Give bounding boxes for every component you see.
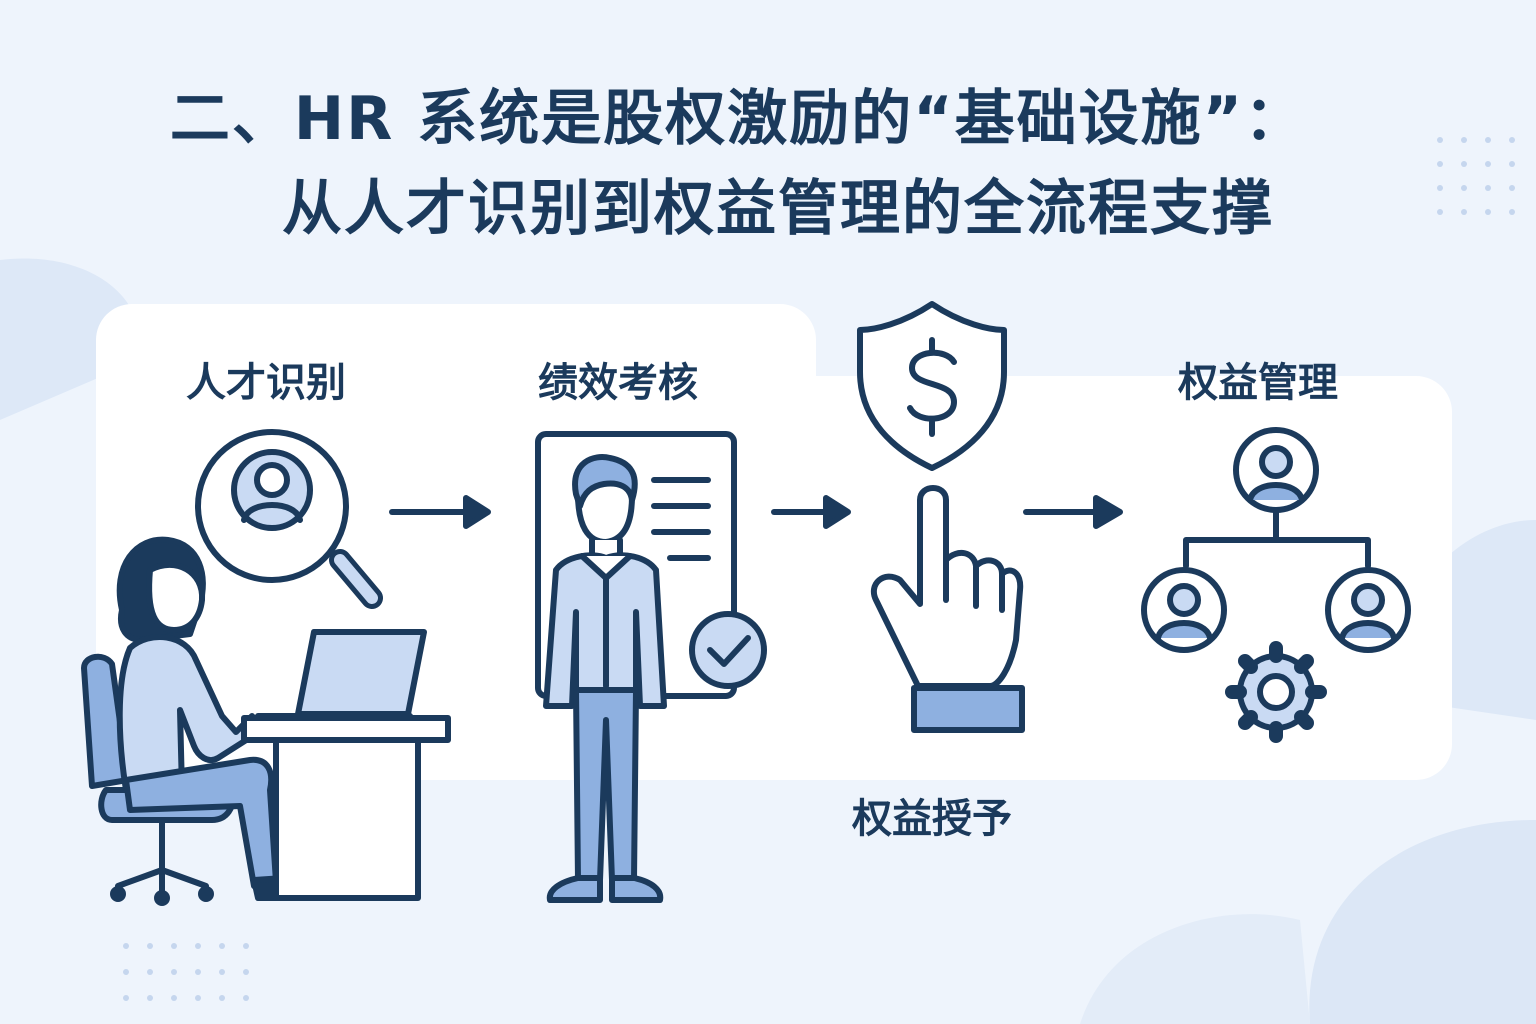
dot-grid-top-right — [1437, 137, 1515, 215]
page-title-line-2: 从人才识别到权益管理的全流程支撑 — [282, 174, 1274, 244]
dot-grid-bottom-left — [123, 943, 249, 1001]
step-label-equity-management: 权益管理 — [1178, 360, 1338, 406]
step-label-performance-review: 绩效考核 — [538, 360, 698, 406]
page-title-line-1: 二、HR 系统是股权激励的“基础设施”： — [169, 84, 1307, 154]
step-label-equity-grant: 权益授予 — [852, 796, 1012, 842]
step-label-talent-identification: 人才识别 — [186, 360, 346, 406]
